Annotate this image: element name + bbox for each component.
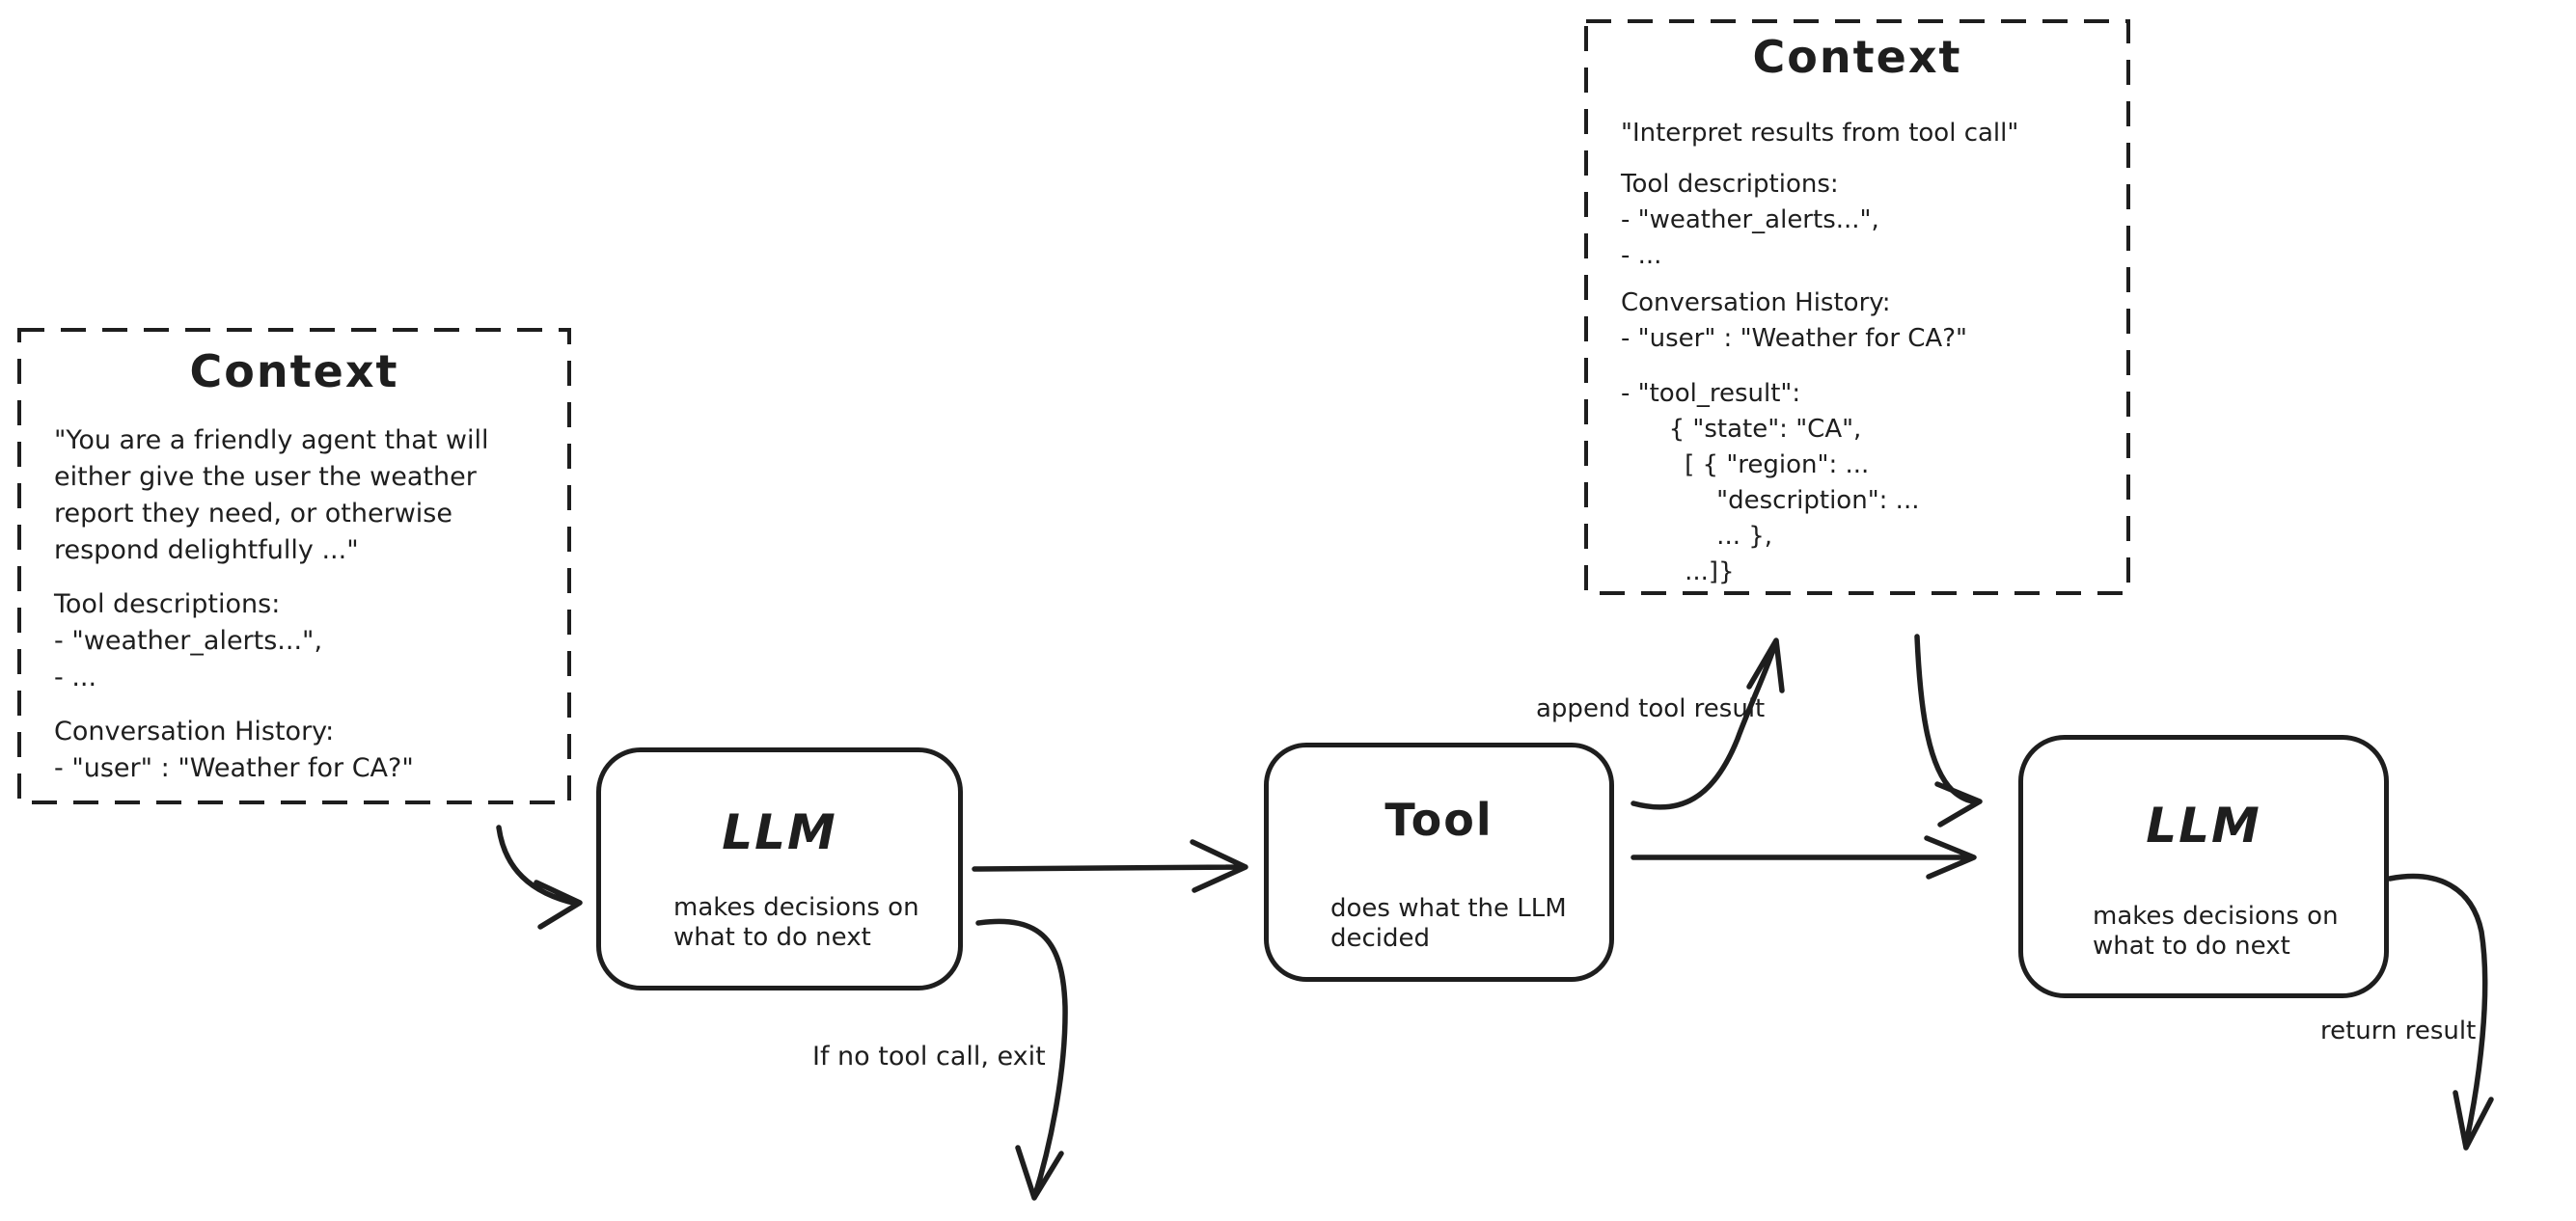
llm-first-subtitle: makes decisions on what to do next	[673, 893, 919, 952]
llm-second-title: LLM	[2146, 798, 2261, 854]
llm-first-title: LLM	[722, 804, 837, 860]
return-result-label: return result	[2320, 1017, 2477, 1045]
if-no-tool-call-exit-label: If no tool call, exit	[812, 1042, 1046, 1072]
context-left-box: Context "You are a friendly agent that w…	[19, 330, 569, 802]
context-right-box: Context "Interpret results from tool cal…	[1586, 21, 2128, 593]
context-left-tool-descriptions: Tool descriptions: - "weather_alerts..."…	[54, 589, 323, 692]
arrow-tool-to-llm2	[1631, 835, 1977, 880]
context-left-conversation-history: Conversation History: - "user" : "Weathe…	[54, 717, 414, 783]
tool-title: Tool	[1384, 794, 1494, 846]
context-right-conversation-history: Conversation History: - "user" : "Weathe…	[1621, 288, 1967, 353]
arrow-llm2-return	[2387, 873, 2494, 1151]
context-left-title: Context	[189, 345, 399, 397]
context-right-tool-result: - "tool_result": { "state": "CA", [ { "r…	[1621, 379, 1920, 586]
llm-second-subtitle: makes decisions on what to do next	[2093, 902, 2339, 961]
context-right-tool-descriptions: Tool descriptions: - "weather_alerts..."…	[1621, 170, 1879, 270]
arrow-tool-to-context-right	[1631, 638, 1785, 810]
context-left-body: "You are a friendly agent that will eith…	[54, 422, 552, 804]
context-right-title: Context	[1752, 31, 1962, 83]
append-tool-result-label: append tool result	[1536, 694, 1766, 723]
tool-node: Tool does what the LLM decided	[1264, 743, 1614, 982]
context-right-border	[1584, 19, 2130, 595]
context-left-system-prompt: "You are a friendly agent that will eith…	[54, 425, 489, 565]
llm-first-node: LLM makes decisions on what to do next	[596, 747, 963, 990]
context-right-body: "Interpret results from tool call" Tool …	[1621, 116, 2111, 608]
tool-subtitle: does what the LLM decided	[1330, 894, 1567, 953]
context-right-system-prompt: "Interpret results from tool call"	[1621, 119, 2019, 148]
arrow-llm1-to-tool	[972, 839, 1248, 893]
context-left-border	[17, 328, 571, 804]
arrow-context-left-to-llm1	[496, 825, 583, 930]
arrow-llm1-exit	[975, 918, 1068, 1201]
arrow-context-right-to-llm2	[1914, 634, 1983, 828]
llm-second-node: LLM makes decisions on what to do next	[2018, 735, 2389, 998]
